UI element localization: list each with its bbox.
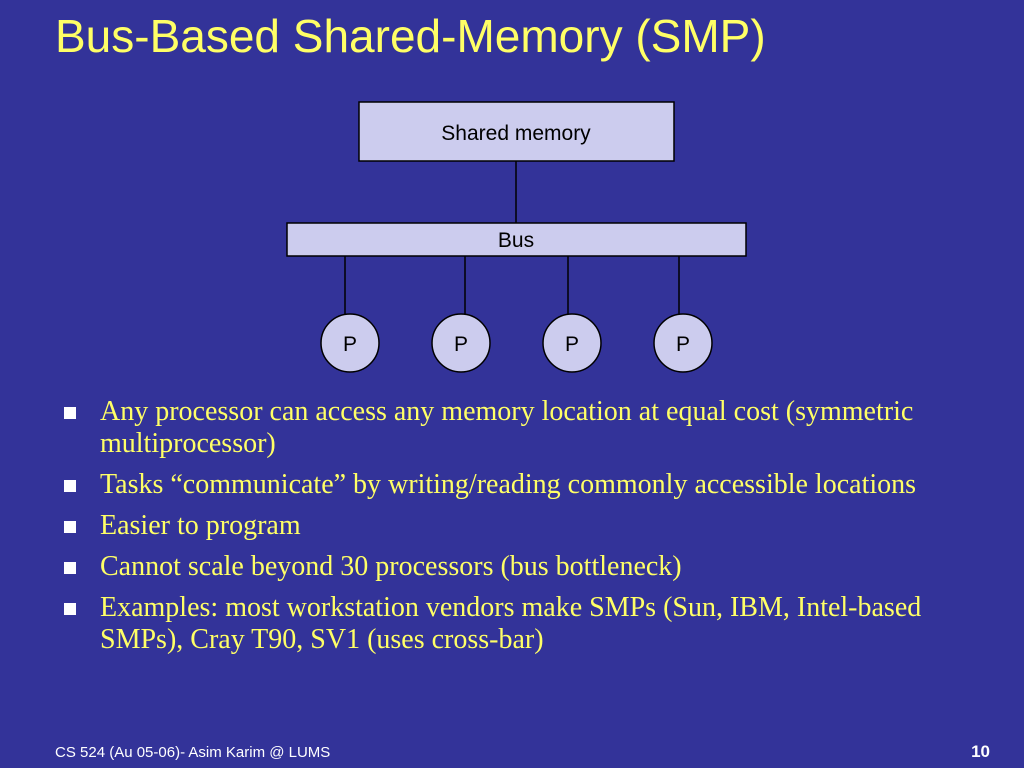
page-number: 10 xyxy=(971,742,990,761)
processor-node-1: P xyxy=(320,313,380,373)
bullet-text: Cannot scale beyond 30 processors (bus b… xyxy=(100,551,682,582)
bus-label: Bus xyxy=(498,229,534,252)
bullet-item: Cannot scale beyond 30 processors (bus b… xyxy=(62,551,982,583)
processor-node-3: P xyxy=(542,313,602,373)
bullet-item: Examples: most workstation vendors make … xyxy=(62,592,982,656)
processor-label-3: P xyxy=(565,333,579,356)
square-bullet-icon xyxy=(64,521,76,533)
bullet-item: Any processor can access any memory loca… xyxy=(62,396,982,460)
bullet-text: Examples: most workstation vendors make … xyxy=(100,592,922,655)
processor-node-2: P xyxy=(431,313,491,373)
bullet-list: Any processor can access any memory loca… xyxy=(62,396,982,665)
smp-diagram: Shared memory Bus P P P P xyxy=(286,101,747,373)
bullet-item: Tasks “communicate” by writing/reading c… xyxy=(62,469,982,501)
square-bullet-icon xyxy=(64,480,76,492)
square-bullet-icon xyxy=(64,562,76,574)
processor-node-4: P xyxy=(653,313,713,373)
processor-label-1: P xyxy=(343,333,357,356)
footer-course-info: CS 524 (Au 05-06)- Asim Karim @ LUMS xyxy=(55,744,331,761)
shared-memory-node: Shared memory xyxy=(358,101,675,162)
bullet-text: Tasks “communicate” by writing/reading c… xyxy=(100,469,917,500)
bus-node: Bus xyxy=(286,222,747,257)
shared-memory-label: Shared memory xyxy=(441,122,591,145)
square-bullet-icon xyxy=(64,407,76,419)
square-bullet-icon xyxy=(64,603,76,615)
processor-label-2: P xyxy=(454,333,468,356)
bullet-text: Any processor can access any memory loca… xyxy=(100,396,914,459)
bullet-text: Easier to program xyxy=(100,510,301,541)
processor-label-4: P xyxy=(676,333,690,356)
bullet-item: Easier to program xyxy=(62,510,982,542)
slide-title: Bus-Based Shared-Memory (SMP) xyxy=(55,10,766,62)
